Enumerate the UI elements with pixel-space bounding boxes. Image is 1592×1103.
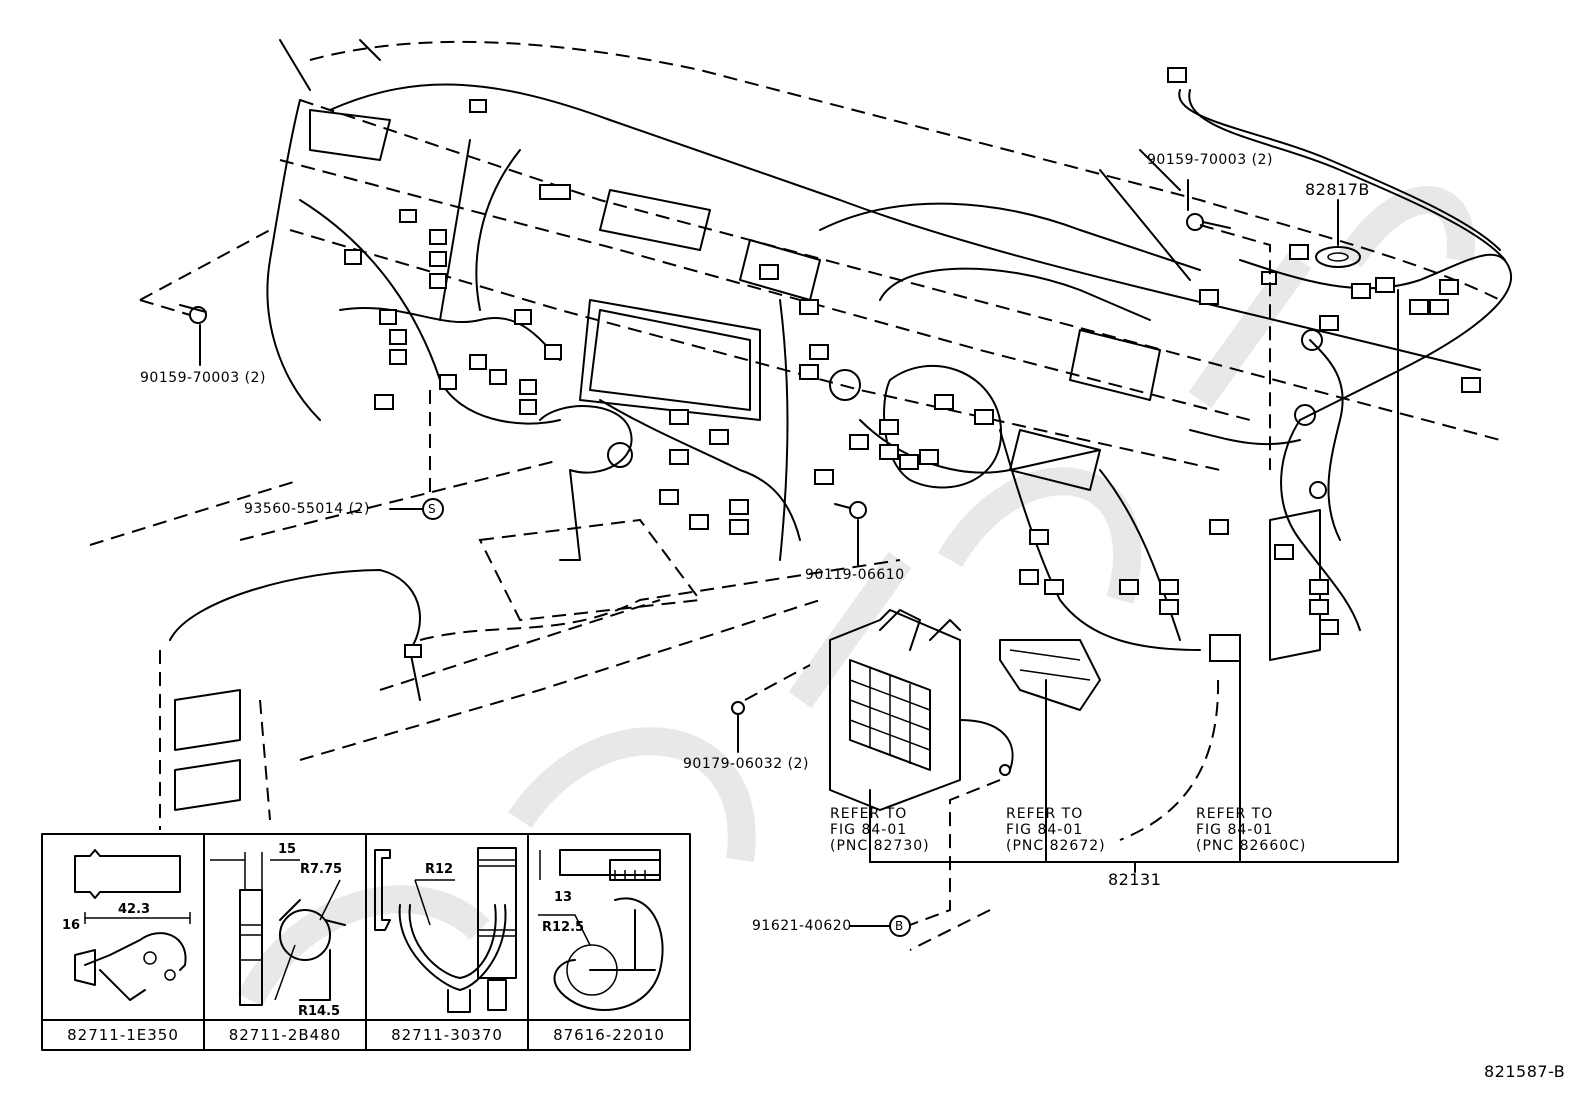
connectors xyxy=(344,67,1481,662)
callout-screw-s: 93560-55014 (2) xyxy=(244,501,370,517)
marker-symbols xyxy=(422,498,911,937)
clip-part-1: 82711-1E350 xyxy=(67,1026,179,1044)
clip-part-2: 82711-2B480 xyxy=(228,1026,342,1044)
dim-r12-5: R12.5 xyxy=(542,920,585,935)
bolt-icons xyxy=(179,213,1231,715)
callout-bolt-upper-right: 90159-70003 (2) xyxy=(1147,152,1273,168)
instrument-panel-outline xyxy=(89,39,1501,830)
callout-nut: 90179-06032 (2) xyxy=(683,756,809,772)
dim-15: 15 xyxy=(278,842,297,857)
reference-82660c: REFER TO FIG 84-01 (PNC 82660C) xyxy=(1196,806,1307,854)
callout-bolt-left: 90159-70003 (2) xyxy=(140,370,266,386)
grommet-part xyxy=(1315,246,1361,268)
callout-clip-b: 91621-40620 xyxy=(752,918,852,934)
callout-bolt-center: 90119-06610 xyxy=(805,567,905,583)
leader-lines xyxy=(139,149,1399,951)
dim-42-3: 42.3 xyxy=(118,902,151,917)
reference-82672: REFER TO FIG 84-01 (PNC 82672) xyxy=(1006,806,1106,854)
clip-part-3: 82711-30370 xyxy=(391,1026,503,1044)
watermark xyxy=(237,186,1475,1007)
clip-part-4: 87616-22010 xyxy=(553,1026,665,1044)
dim-13: 13 xyxy=(554,890,573,905)
callout-grommet: 82817B xyxy=(1305,180,1370,199)
marker-s: S xyxy=(428,502,437,516)
callout-harness: 82131 xyxy=(1108,870,1162,889)
dim-16: 16 xyxy=(62,918,81,933)
reference-82730: REFER TO FIG 84-01 (PNC 82730) xyxy=(830,806,930,854)
clip-table xyxy=(41,833,691,1051)
marker-b: B xyxy=(895,919,904,933)
diagram-code: 821587-B xyxy=(1484,1062,1566,1081)
dim-r7-75: R7.75 xyxy=(300,862,343,877)
dim-r12: R12 xyxy=(425,862,454,877)
junction-block xyxy=(829,609,1101,811)
dim-r14-5: R14.5 xyxy=(298,1004,341,1019)
